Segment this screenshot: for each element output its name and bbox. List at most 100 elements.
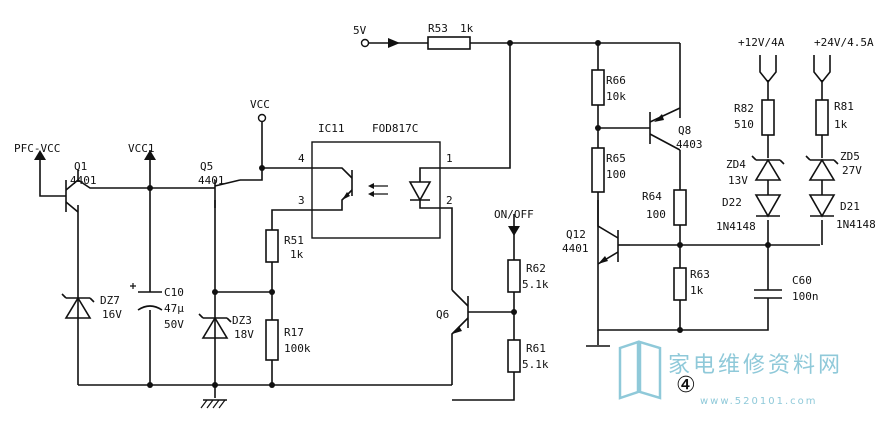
net-5v: 5V bbox=[353, 24, 400, 48]
r64-ref: R64 bbox=[642, 190, 662, 203]
net-on-off: ON/OFF bbox=[494, 208, 534, 236]
c10-value2: 50V bbox=[164, 318, 184, 331]
q5-part: 4401 bbox=[198, 174, 225, 187]
ic11-pin4: 4 bbox=[298, 152, 305, 165]
d22-ref: D22 bbox=[722, 196, 742, 209]
r61-value: 5.1k bbox=[522, 358, 549, 371]
diode-d21: D21 1N4148 bbox=[808, 180, 876, 231]
q1-part: 4401 bbox=[70, 174, 97, 187]
zener-zd5: ZD5 27V bbox=[805, 150, 862, 181]
d21-ref: D21 bbox=[840, 200, 860, 213]
r62-ref: R62 bbox=[526, 262, 546, 275]
q5-ref: Q5 bbox=[200, 160, 213, 173]
ic11-pin3: 3 bbox=[298, 194, 305, 207]
r17-value: 100k bbox=[284, 342, 311, 355]
ic11-part: FOD817C bbox=[372, 122, 418, 135]
r61-ref: R61 bbox=[526, 342, 546, 355]
resistor-r66: R66 10k bbox=[591, 69, 626, 106]
c10-value1: 47μ bbox=[164, 302, 184, 315]
net-pfc-vcc: PFC-VCC bbox=[14, 142, 60, 168]
r66-value: 10k bbox=[606, 90, 626, 103]
r81-ref: R81 bbox=[834, 100, 854, 113]
q12-ref: Q12 bbox=[566, 228, 586, 241]
d21-value: 1N4148 bbox=[836, 218, 876, 231]
watermark-site: 家电维修资料网 bbox=[668, 353, 843, 378]
r63-ref: R63 bbox=[690, 268, 710, 281]
resistor-r81: R81 1k bbox=[815, 99, 854, 136]
net-12v: +12V/4A bbox=[738, 36, 785, 84]
r65-ref: R65 bbox=[606, 152, 626, 165]
resistor-r53: R53 1k bbox=[427, 22, 474, 50]
resistor-r61: R61 5.1k bbox=[507, 339, 549, 373]
c10-ref: C10 bbox=[164, 286, 184, 299]
net-24v-label: +24V/4.5A bbox=[814, 36, 874, 49]
q12-part: 4401 bbox=[562, 242, 589, 255]
resistor-r64: R64 100 bbox=[642, 189, 687, 226]
ic11-pin2: 2 bbox=[446, 194, 453, 207]
transistor-q12: Q12 4401 bbox=[562, 200, 630, 265]
net-12v-label: +12V/4A bbox=[738, 36, 785, 49]
net-vcc-label: VCC bbox=[250, 98, 270, 111]
resistor-r51: R51 1k bbox=[265, 229, 304, 263]
resistor-r82: R82 510 bbox=[734, 99, 775, 136]
d22-value: 1N4148 bbox=[716, 220, 756, 233]
net-on-off-label: ON/OFF bbox=[494, 208, 534, 221]
dz3-value: 18V bbox=[234, 328, 254, 341]
watermark: 家电维修资料网 www.520101.com bbox=[618, 340, 843, 407]
watermark-url: www.520101.com bbox=[700, 396, 818, 407]
r66-ref: R66 bbox=[606, 74, 626, 87]
capacitor-c10: C10 47μ 50V bbox=[130, 283, 184, 331]
net-vcc1: VCC1 bbox=[128, 142, 156, 160]
net-24v: +24V/4.5A bbox=[813, 36, 874, 84]
q8-part: 4403 bbox=[676, 138, 703, 151]
zd4-ref: ZD4 bbox=[726, 158, 746, 171]
zd5-value: 27V bbox=[842, 164, 862, 177]
zener-zd4: ZD4 13V bbox=[726, 155, 785, 187]
q8-ref: Q8 bbox=[678, 124, 691, 137]
r53-value: 1k bbox=[460, 22, 474, 35]
c60-ref: C60 bbox=[792, 274, 812, 287]
r17-ref: R17 bbox=[284, 326, 304, 339]
r64-value: 100 bbox=[646, 208, 666, 221]
net-vcc: VCC bbox=[250, 98, 270, 123]
dz3-ref: DZ3 bbox=[232, 314, 252, 327]
junctions bbox=[147, 40, 771, 388]
transistor-q5: Q5 4401 bbox=[198, 160, 241, 213]
q6-ref: Q6 bbox=[436, 308, 449, 321]
zd5-ref: ZD5 bbox=[840, 150, 860, 163]
r51-value: 1k bbox=[290, 248, 304, 261]
transistor-q8: Q8 4403 bbox=[649, 107, 703, 151]
dz7-value: 16V bbox=[102, 308, 122, 321]
r82-value: 510 bbox=[734, 118, 754, 131]
zener-dz3: DZ3 18V bbox=[198, 313, 254, 341]
net-5v-label: 5V bbox=[353, 24, 367, 37]
dz7-ref: DZ7 bbox=[100, 294, 120, 307]
watermark-logo bbox=[618, 340, 662, 400]
q1-ref: Q1 bbox=[74, 160, 87, 173]
zener-dz7: DZ7 16V bbox=[61, 293, 122, 321]
c60-value: 100n bbox=[792, 290, 819, 303]
ic11-pin1: 1 bbox=[446, 152, 453, 165]
wires bbox=[39, 42, 823, 401]
r62-value: 5.1k bbox=[522, 278, 549, 291]
optocoupler-ic11: IC11 FOD817C 1 2 3 4 bbox=[298, 122, 453, 239]
net-pfc-vcc-label: PFC-VCC bbox=[14, 142, 60, 155]
ic11-ref: IC11 bbox=[318, 122, 345, 135]
r65-value: 100 bbox=[606, 168, 626, 181]
resistor-r63: R63 1k bbox=[673, 267, 710, 301]
resistor-r17: R17 100k bbox=[265, 319, 311, 361]
diode-d22: D22 1N4148 bbox=[716, 180, 782, 233]
r63-value: 1k bbox=[690, 284, 704, 297]
transistor-q1: Q1 4401 bbox=[65, 160, 113, 213]
r53-ref: R53 bbox=[428, 22, 448, 35]
figure-number: ④ bbox=[676, 373, 696, 398]
zd4-value: 13V bbox=[728, 174, 748, 187]
resistor-r62: R62 5.1k bbox=[507, 259, 549, 293]
ground-left bbox=[200, 385, 227, 409]
r51-ref: R51 bbox=[284, 234, 304, 247]
transistor-q6: Q6 bbox=[436, 289, 469, 350]
r82-ref: R82 bbox=[734, 102, 754, 115]
r81-value: 1k bbox=[834, 118, 848, 131]
net-vcc1-label: VCC1 bbox=[128, 142, 155, 155]
